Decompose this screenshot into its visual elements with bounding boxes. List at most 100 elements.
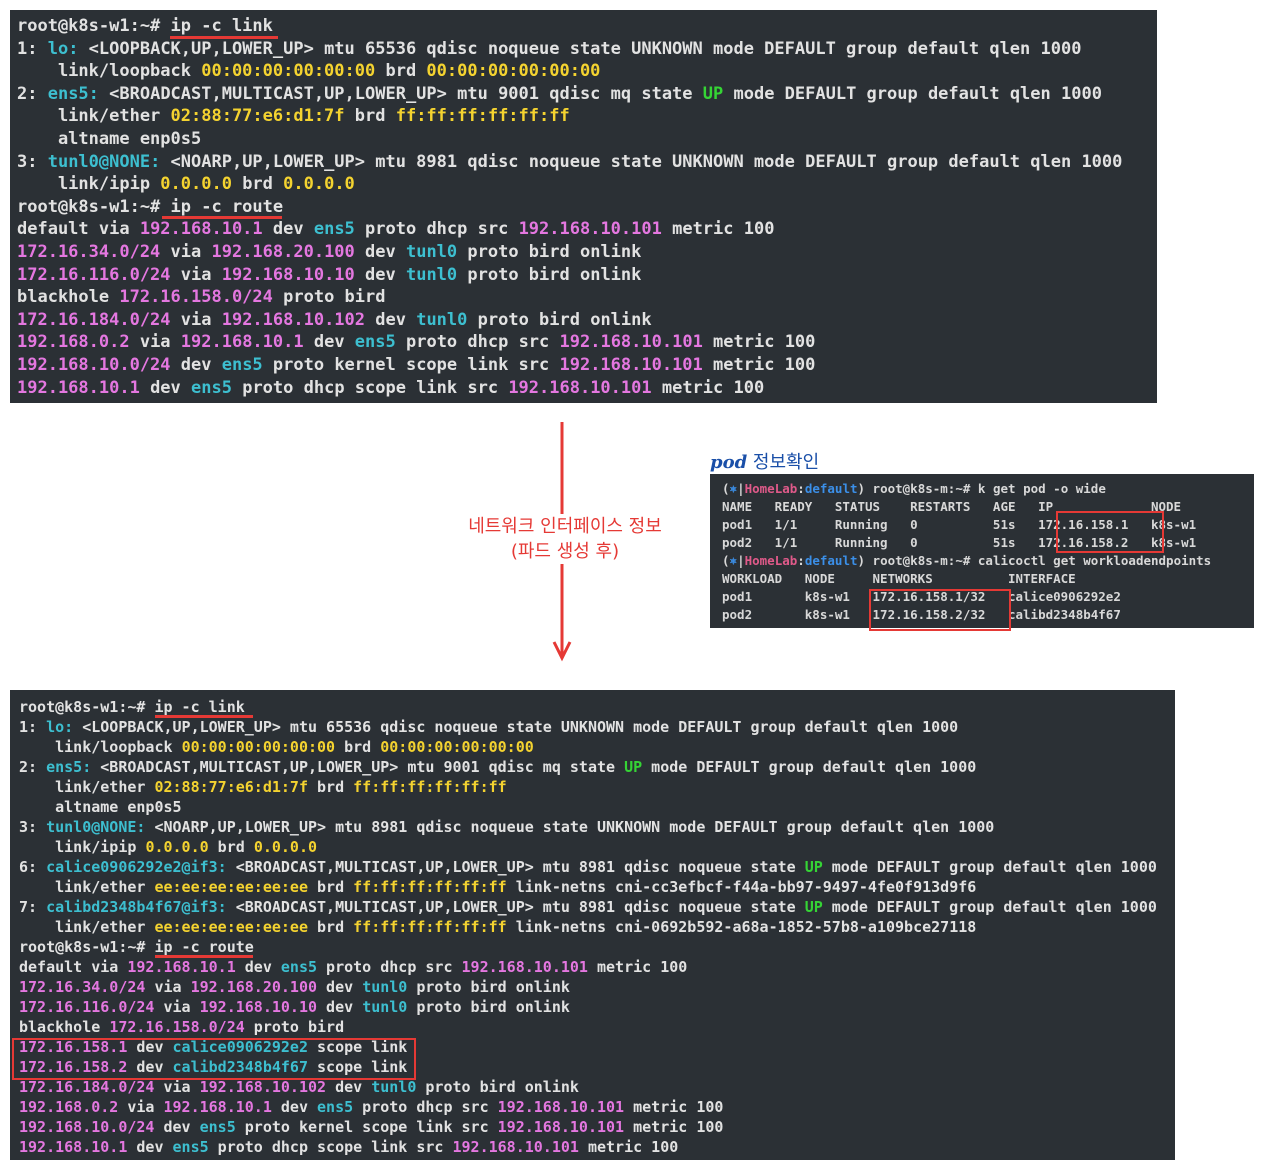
terminal-text: ens5: [317, 1098, 354, 1116]
terminal-line: pod1 k8s-w1 172.16.158.1/32 calice090629…: [722, 588, 1254, 606]
terminal-text: dev: [139, 377, 192, 398]
terminal-line: link/ether 02:88:77:e6:d1:7f brd ff:ff:f…: [19, 777, 1175, 797]
terminal-text: 192.168.10.1: [19, 1138, 128, 1156]
terminal-text: <BROADCAST,MULTICAST,UP,LOWER_UP> mtu 90…: [98, 83, 703, 104]
terminal-text: scope link: [308, 1058, 408, 1076]
highlight-pod-ip-box: [1056, 511, 1164, 553]
arrow-label-line1: 네트워크 인터페이스 정보: [440, 514, 690, 539]
terminal-line: 2: ens5: <BROADCAST,MULTICAST,UP,LOWER_U…: [17, 83, 1157, 106]
terminal-text: link/loopback: [17, 61, 202, 82]
terminal-line: 192.168.10.1 dev ens5 proto dhcp scope l…: [17, 377, 1157, 400]
terminal-text: calice0906292e2@if3:: [46, 858, 227, 876]
terminal-text: 172.16.158.0/24: [119, 287, 273, 308]
terminal-text: 192.168.10.101: [508, 377, 652, 398]
terminal-text: ff:ff:ff:ff:ff:ff: [353, 878, 507, 896]
terminal-line: WORKLOAD NODE NETWORKS INTERFACE: [722, 570, 1254, 588]
terminal-text: metric 100: [651, 377, 765, 398]
terminal-text: link/ipip: [19, 838, 146, 856]
terminal-text: 6:: [19, 858, 47, 876]
terminal-text: metric 100: [587, 958, 688, 976]
terminal-text: <BROADCAST,MULTICAST,UP,LOWER_UP> mtu 90…: [91, 758, 625, 776]
terminal-text: dev: [365, 309, 417, 330]
terminal-line: 192.168.0.2 via 192.168.10.1 dev ens5 pr…: [17, 331, 1157, 354]
terminal-text: ens5: [191, 377, 232, 398]
terminal-text: mode DEFAULT group default qlen 1000: [822, 898, 1157, 916]
terminal-line: 172.16.184.0/24 via 192.168.10.102 dev t…: [19, 1077, 1175, 1097]
terminal-text: 02:88:77:e6:d1:7f: [154, 778, 308, 796]
terminal-text: 0.0.0.0: [160, 174, 232, 195]
terminal-text: 172.16.34.0/24: [17, 241, 161, 262]
terminal-text: |: [737, 553, 745, 568]
terminal-text: via: [170, 309, 222, 330]
arrow-label-line2: (파드 생성 후): [510, 539, 620, 564]
terminal-text: ens5: [172, 1138, 209, 1156]
terminal-text: link/ether: [17, 106, 171, 127]
terminal-text: proto dhcp src: [317, 958, 462, 976]
terminal-text: dev: [127, 1038, 173, 1056]
terminal-line: link/ipip 0.0.0.0 brd 0.0.0.0: [19, 837, 1175, 857]
terminal-text: 2:: [17, 83, 48, 104]
terminal-text: altname enp0s5: [19, 798, 182, 816]
terminal-text: root@k8s-w1:~#: [19, 938, 155, 956]
terminal-text: HomeLab: [744, 481, 798, 496]
terminal-text: proto bird onlink: [407, 998, 570, 1016]
terminal-text: via: [170, 264, 222, 285]
terminal-text: 192.168.0.2: [17, 332, 130, 353]
underline-ip-link-before: [170, 36, 278, 39]
terminal-line: 192.168.10.0/24 dev ens5 proto kernel sc…: [19, 1117, 1175, 1137]
terminal-text: proto bird: [272, 287, 386, 308]
underline-ip-route-after: [155, 955, 253, 958]
terminal-line: 172.16.158.2 dev calibd2348b4f67 scope l…: [19, 1057, 1175, 1077]
terminal-line: altname enp0s5: [19, 797, 1175, 817]
terminal-text: UP: [804, 858, 823, 876]
terminal-text: link-netns cni-cc3efbcf-f44a-bb97-9497-4…: [506, 878, 977, 896]
terminal-text: ) root@k8s-m:~# k get pod -o wide: [857, 481, 1106, 496]
terminal-text: lo:: [46, 718, 74, 736]
terminal-text: proto dhcp src: [353, 1098, 498, 1116]
terminal-text: dev: [154, 1118, 200, 1136]
terminal-text: calibd2348b4f67@if3:: [46, 898, 227, 916]
terminal-line: 7: calibd2348b4f67@if3: <BROADCAST,MULTI…: [19, 897, 1175, 917]
terminal-text: metric 100: [624, 1118, 724, 1136]
terminal-text: ens5:: [46, 758, 92, 776]
terminal-text: 172.16.184.0/24: [19, 1078, 155, 1096]
terminal-text: 3:: [19, 818, 47, 836]
terminal-text: brd: [308, 878, 354, 896]
terminal-text: ee:ee:ee:ee:ee:ee: [154, 878, 308, 896]
terminal-text: pod1 k8s-w1 172.16.158.1/32 calice090629…: [722, 589, 1121, 604]
terminal-text: 0.0.0.0: [145, 838, 209, 856]
terminal-text: 00:00:00:00:00:00: [201, 61, 376, 82]
terminal-text: dev: [127, 1138, 173, 1156]
terminal-line: root@k8s-w1:~# ip -c route: [19, 937, 1175, 957]
terminal-text: <BROADCAST,MULTICAST,UP,LOWER_UP> mtu 89…: [226, 898, 805, 916]
terminal-text: proto dhcp scope link src: [208, 1138, 453, 1156]
terminal-line: 3: tunl0@NONE: <NOARP,UP,LOWER_UP> mtu 8…: [19, 817, 1175, 837]
terminal-line: 172.16.116.0/24 via 192.168.10.10 dev tu…: [19, 997, 1175, 1017]
terminal-line: default via 192.168.10.1 dev ens5 proto …: [19, 957, 1175, 977]
terminal-text: 7:: [19, 898, 47, 916]
terminal-line: 1: lo: <LOOPBACK,UP,LOWER_UP> mtu 65536 …: [17, 38, 1157, 61]
terminal-text: 192.168.10.10: [221, 264, 355, 285]
terminal-text: proto bird onlink: [416, 1078, 579, 1096]
terminal-text: default: [804, 481, 858, 496]
terminal-text: link/ether: [19, 878, 155, 896]
terminal-text: UP: [804, 898, 823, 916]
terminal-text: ens5: [221, 354, 263, 375]
terminal-text: 3:: [17, 151, 48, 172]
terminal-text: 192.168.10.1: [180, 332, 304, 353]
terminal-text: <NOARP,UP,LOWER_UP> mtu 8981 qdisc noque…: [145, 818, 995, 836]
terminal-text: brd: [231, 174, 284, 195]
terminal-line: default via 192.168.10.1 dev ens5 proto …: [17, 218, 1157, 241]
terminal-text: ens5: [354, 332, 396, 353]
terminal-text: ens5: [313, 219, 355, 240]
terminal-text: 192.168.10.1: [17, 377, 140, 398]
terminal-text: HomeLab: [744, 553, 798, 568]
terminal-text: default: [804, 553, 858, 568]
terminal-line: pod2 1/1 Running 0 51s 172.16.158.2 k8s-…: [722, 534, 1254, 552]
terminal-text: dev: [303, 332, 355, 353]
terminal-text: root@k8s-w1:~#: [19, 698, 155, 716]
terminal-text: brd: [375, 61, 427, 82]
terminal-text: via: [154, 998, 200, 1016]
terminal-line: 172.16.34.0/24 via 192.168.20.100 dev tu…: [17, 241, 1157, 264]
